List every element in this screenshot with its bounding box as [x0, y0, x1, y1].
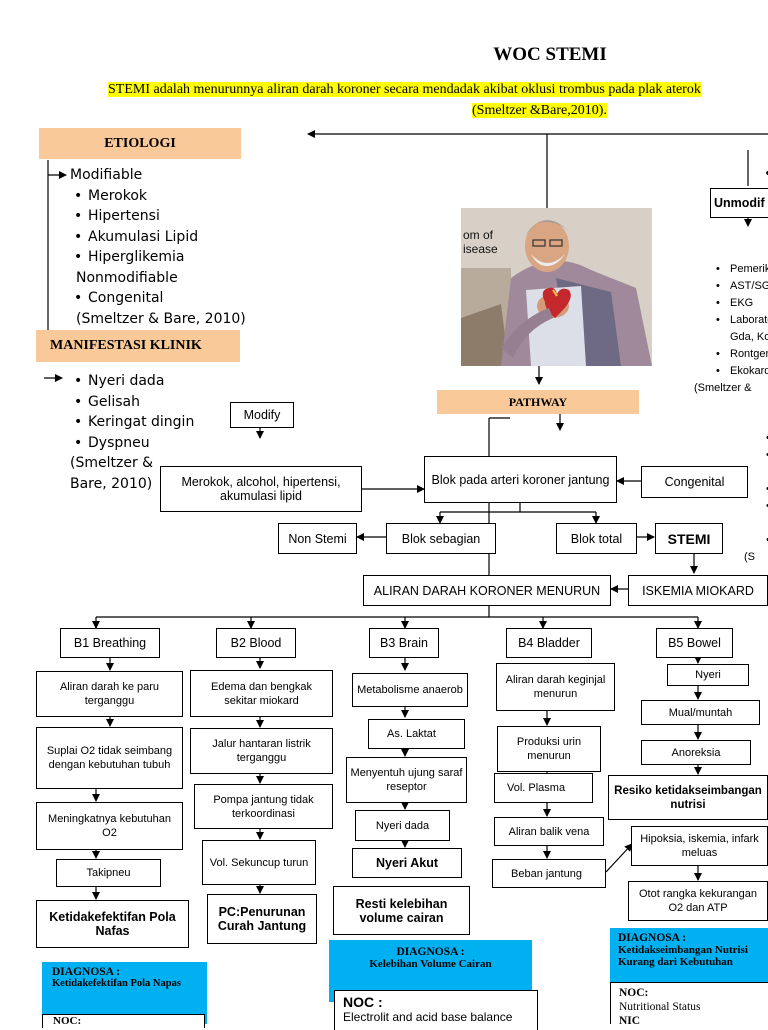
aliran-turun-box: ALIRAN DARAH KORONER MENURUN [363, 575, 611, 606]
congenital-box: Congenital [641, 466, 748, 498]
manifestasi-header: MANIFESTASI KLINIK [36, 330, 240, 362]
b1-header: B1 Breathing [60, 628, 160, 658]
b3-step: As. Laktat [368, 719, 465, 749]
diagnosa-title: DIAGNOSA : [396, 946, 465, 958]
noc-label: NOC: [619, 987, 649, 999]
diagnosa-1: DIAGNOSA : Ketidakefektifan Pola Napas [42, 962, 207, 1024]
list-item-cont: Gda, Kole [730, 331, 768, 343]
right-list-2-source: (S [744, 551, 755, 563]
manifestasi-source: (Smeltzer & [70, 455, 154, 471]
b1-step: Takipneu [56, 859, 161, 887]
list-item: Akumulasi Lipid [74, 227, 300, 248]
heart-attack-illustration: om of isease [461, 208, 652, 366]
etiologi-source: (Smeltzer & Bare, 2010) [76, 310, 246, 327]
diagnosa-title: DIAGNOSA : [618, 932, 687, 944]
b4-step: Aliran darah keginjal menurun [496, 663, 615, 711]
unmodifiable-box: Unmodif [710, 188, 768, 218]
caption-line: isease [463, 242, 498, 256]
iskemia-box: ISKEMIA MIOKARD [628, 575, 768, 606]
pemeriksaan-source: (Smeltzer & [694, 382, 752, 394]
noc-item: Electrolit and acid base balance [343, 1010, 513, 1024]
b1-step: Aliran darah ke paru terganggu [36, 671, 183, 717]
b2-step: Edema dan bengkak sekitar miokard [190, 670, 333, 717]
list-item: Nyeri dada [74, 371, 200, 392]
noc-2: NOC : Electrolit and acid base balance [334, 990, 538, 1030]
otot-box: Otot rangka kekurangan O2 dan ATP [628, 881, 768, 921]
manifestasi-list: Nyeri dada Gelisah Keringat dingin Dyspn… [70, 371, 200, 494]
blok-sebagian-box: Blok sebagian [386, 523, 496, 554]
etiologi-header: ETIOLOGI [39, 128, 241, 159]
b5-step: Mual/muntah [641, 700, 760, 725]
b3-step: Menyentuh ujung saraf reseptor [346, 757, 467, 803]
b4-step: Beban jantung [492, 859, 606, 888]
diagnosa-text: Kelebihan Volume Cairan [369, 958, 492, 970]
page-title: WOC STEMI [493, 44, 607, 65]
list-item: Keringat dingin [74, 412, 200, 433]
b3-step: Nyeri dada [355, 810, 450, 841]
b5-step: Nyeri [667, 664, 749, 686]
list-item: Laborator [716, 312, 768, 329]
list-item: EKG [716, 295, 768, 312]
resiko-box: Resiko ketidakseimbangan nutrisi [608, 775, 768, 820]
b3-header: B3 Brain [369, 628, 439, 658]
pemeriksaan-list: Pemeriksa AST/SGO EKG Laborator Gda, Kol… [694, 261, 768, 397]
b1-step: Suplai O2 tidak seimbang dengan kebutuha… [36, 727, 183, 789]
diagnosa-text: Ketidakseimbangan Nutrisi [618, 944, 748, 956]
b1-step: Meningkatnya kebutuhan O2 [36, 802, 183, 850]
noc-1: NOC: [42, 1014, 205, 1028]
list-item: Gelisah [74, 392, 200, 413]
nonmodifiable-label: Nonmodifiable [76, 269, 178, 286]
right-list-2: F U a N P p O (S [744, 430, 768, 566]
list-item: Dyspneu [74, 433, 200, 454]
modifiable-label: Modifiable [70, 167, 143, 183]
list-item: Merokok [74, 186, 300, 207]
list-item: Pemeriksa [716, 261, 768, 278]
nic-label: NIC [619, 1015, 641, 1027]
b5-header: B5 Bowel [656, 628, 733, 658]
list-item: Hiperglikemia [74, 247, 300, 268]
etiologi-list: Modifiable Merokok Hipertensi Akumulasi … [70, 165, 300, 329]
resti-box: Resti kelebihan volume cairan [333, 886, 470, 935]
right-bullet: • [764, 166, 768, 182]
noc-label: NOC : [343, 994, 383, 1010]
list-item: Rontgen T [716, 346, 768, 363]
blok-total-box: Blok total [556, 523, 637, 554]
hipoksia-box: Hipoksia, iskemia, infark meluas [631, 826, 768, 866]
diagnosa-3: DIAGNOSA : Ketidakseimbangan Nutrisi Kur… [610, 928, 768, 984]
stemi-box: STEMI [655, 523, 723, 554]
noc-3: NOC: Nutritional Status NIC [610, 982, 768, 1027]
intro-text: STEMI adalah menurunnya aliran darah kor… [108, 82, 701, 97]
diagnosa-text: Ketidakefektifan Pola Napas [52, 978, 181, 989]
noc-item: Nutritional Status [619, 1001, 701, 1013]
b3-step: Metabolisme anaerob [352, 673, 468, 707]
list-item: Ekokardio [716, 363, 768, 380]
b2-header: B2 Blood [216, 628, 296, 658]
caption-line: om of [463, 228, 494, 242]
b4-step: Vol. Plasma [494, 773, 593, 803]
intro-source: (Smeltzer &Bare,2010). [472, 103, 607, 118]
modify-box: Modify [230, 402, 294, 428]
non-stemi-box: Non Stemi [278, 523, 357, 554]
b5-step: Anoreksia [641, 740, 751, 765]
b2-step: Jalur hantaran listrik terganggu [190, 728, 333, 774]
image-caption: om of isease [463, 228, 498, 256]
list-item: Hipertensi [74, 206, 300, 227]
b4-header: B4 Bladder [506, 628, 592, 658]
b2-step: Vol. Sekuncup turun [202, 840, 316, 885]
manifestasi-source: Bare, 2010) [70, 475, 153, 492]
b2-step: Pompa jantung tidak terkoordinasi [194, 784, 333, 829]
list-item: AST/SGO [716, 278, 768, 295]
b4-step: Aliran balik vena [494, 817, 604, 846]
pathway-header: PATHWAY [437, 390, 639, 414]
b3-result: Nyeri Akut [352, 848, 462, 878]
b1-result: Ketidakefektifan Pola Nafas [36, 900, 189, 948]
blok-arteri-box: Blok pada arteri koroner jantung [424, 456, 617, 503]
b4-step: Produksi urin menurun [497, 726, 601, 772]
list-item: Congenital [74, 288, 300, 309]
diagnosa-title: DIAGNOSA : [52, 966, 121, 978]
b2-result: PC:Penurunan Curah Jantung [207, 894, 317, 944]
diagnosa-text: Kurang dari Kebutuhan [618, 956, 733, 968]
modifiable-factors-box: Merokok, alcohol, hipertensi, akumulasi … [160, 466, 362, 512]
